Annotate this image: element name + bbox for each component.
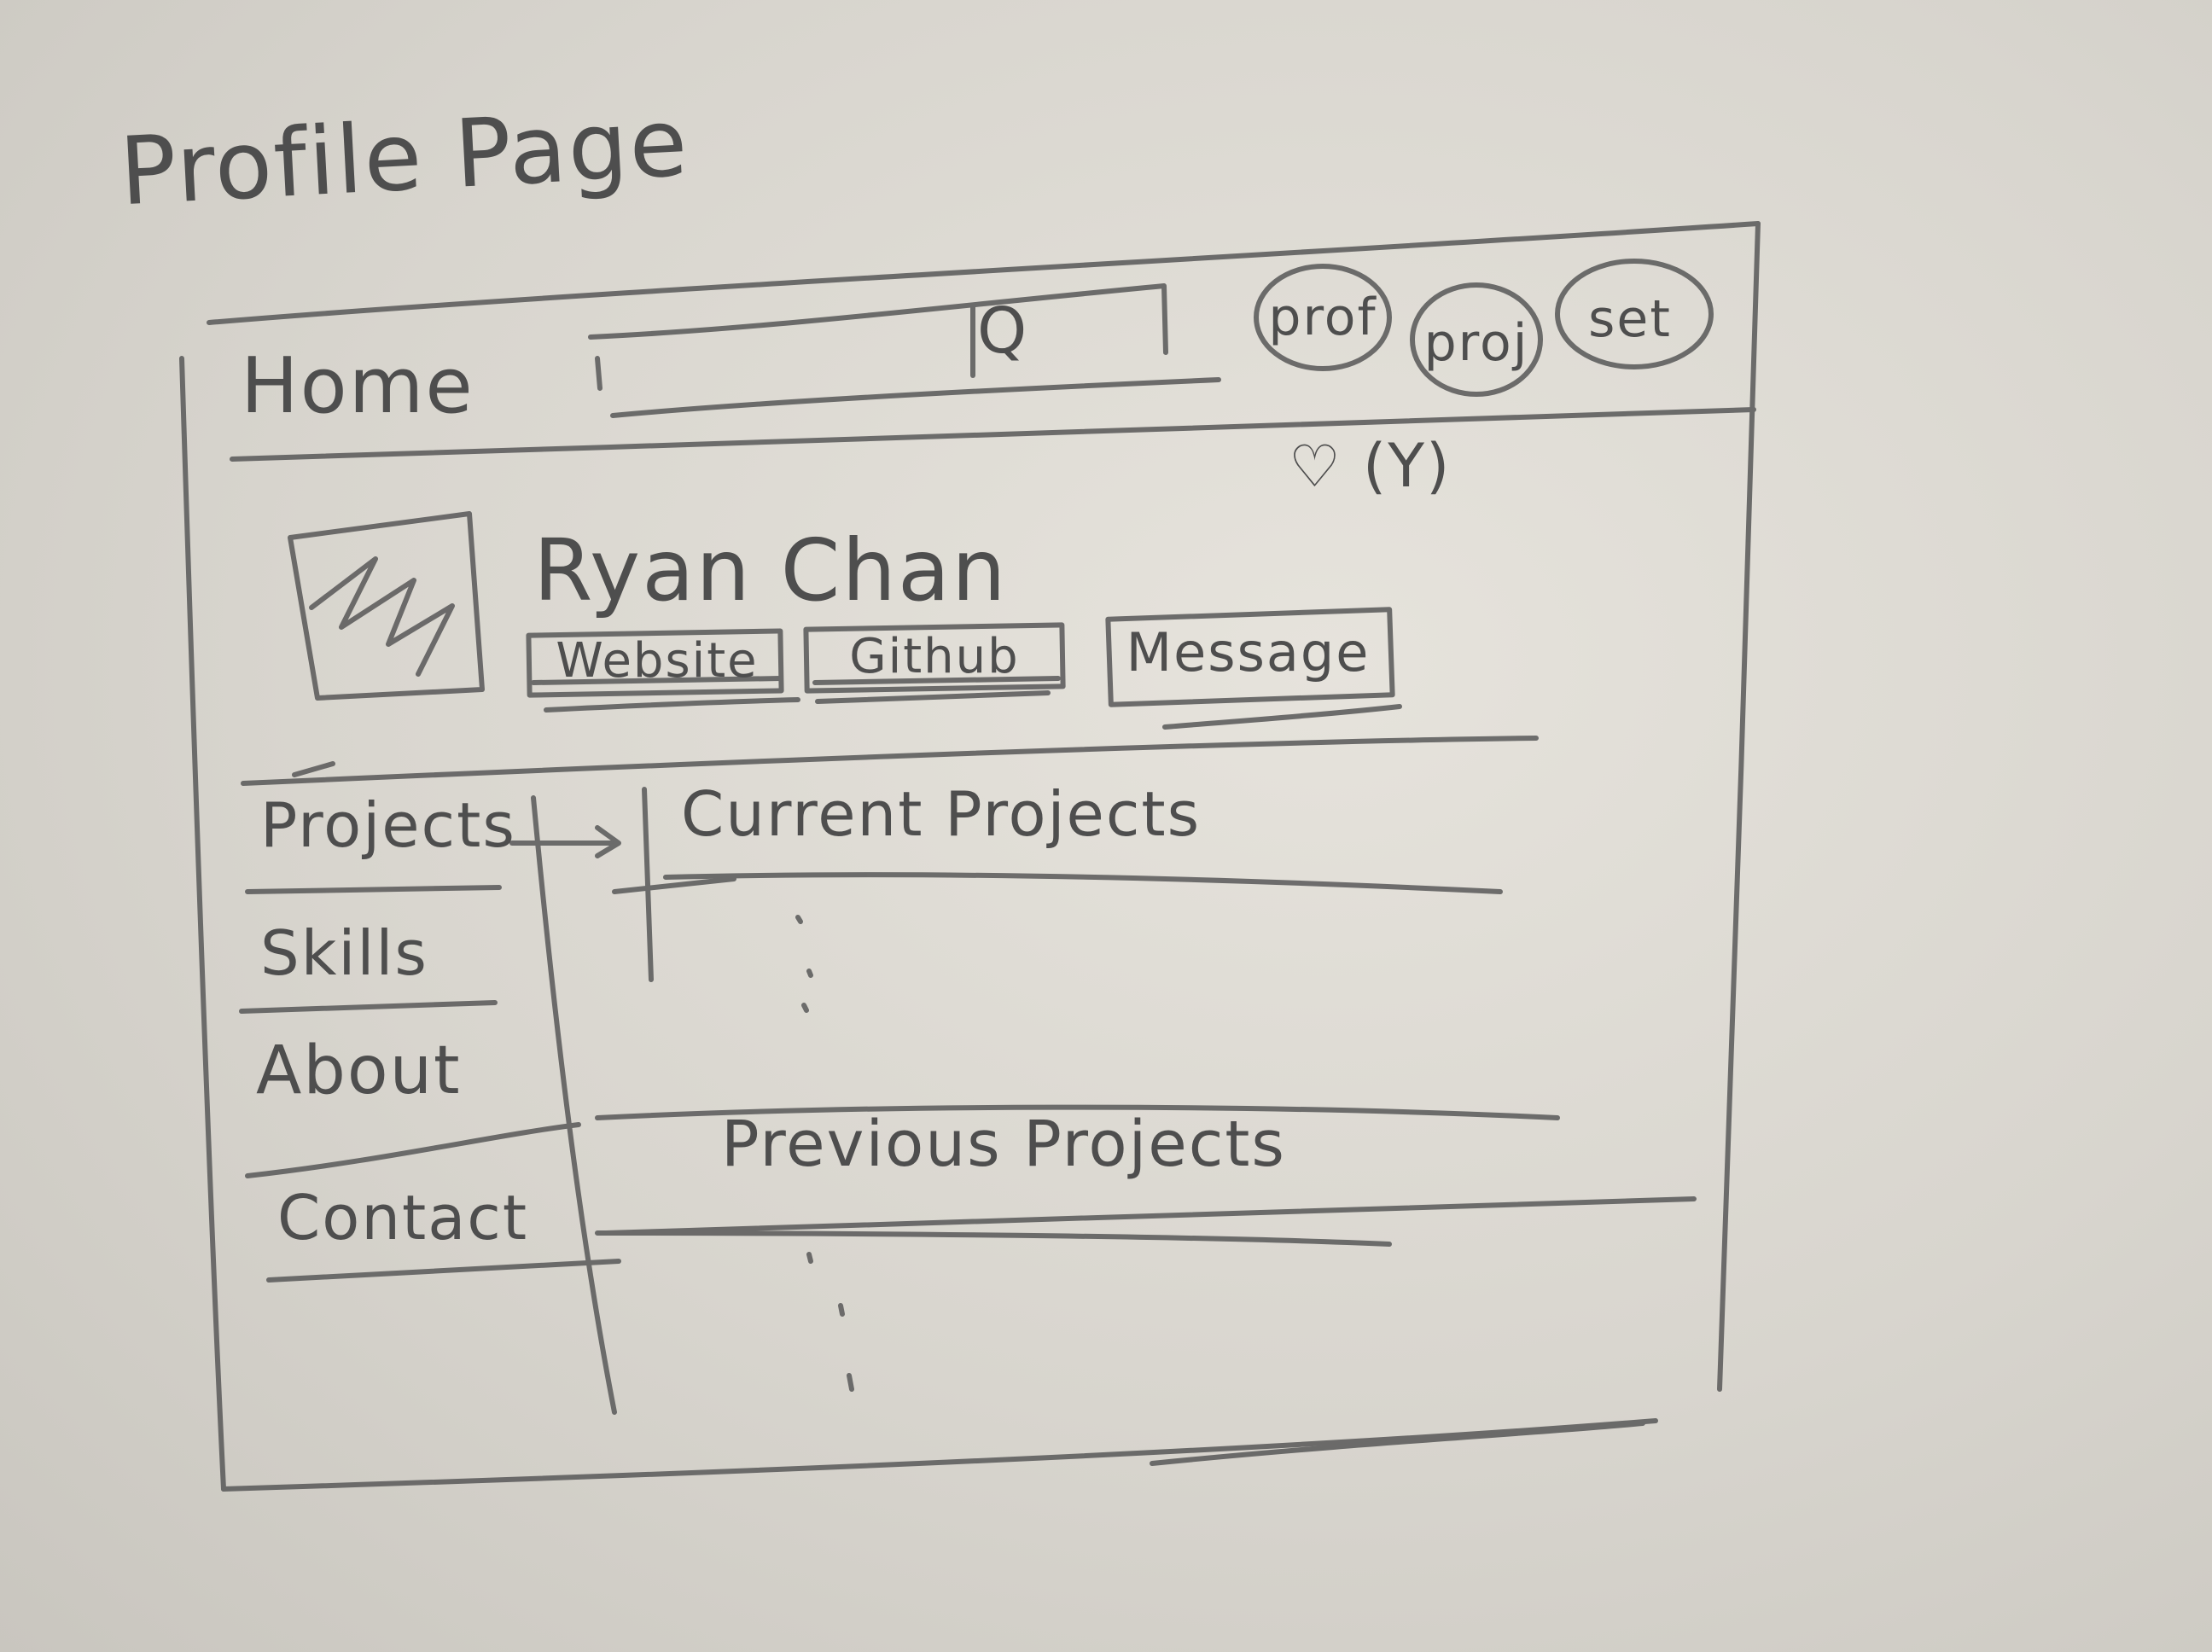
message-button[interactable]: Message (1105, 619, 1391, 687)
current-projects-divider (663, 872, 1503, 894)
avatar-frame (288, 511, 485, 701)
search-button[interactable]: Q (977, 294, 1028, 368)
nav-circle-set (1555, 259, 1714, 369)
sidebar-item-projects[interactable]: Projects (260, 789, 516, 861)
github-button[interactable]: Github (806, 623, 1062, 691)
sidebar-item-contact[interactable]: Contact (277, 1182, 529, 1254)
nav-circle-prof (1254, 264, 1392, 371)
message-button-box (1105, 607, 1395, 707)
nav-settings-button[interactable]: set (1566, 268, 1694, 370)
sidebar-item-skills[interactable]: Skills (260, 917, 428, 989)
current-projects-heading: Current Projects (681, 778, 1202, 850)
search-icon: Q (977, 294, 1029, 368)
website-button[interactable]: Website (529, 627, 785, 695)
previous-projects-heading: Previous Projects (721, 1108, 1286, 1181)
nav-profile-button[interactable]: prof (1259, 266, 1387, 369)
like-counter[interactable]: ♡ (Y) (1289, 431, 1451, 501)
sidebar-item-about[interactable]: About (256, 1032, 462, 1109)
previous-projects-divider (603, 1196, 1697, 1236)
nav-projects-button[interactable]: proj (1412, 292, 1540, 394)
website-button-box (526, 628, 784, 698)
sidebar-divider (531, 795, 617, 1415)
profile-name: Ryan Chan (533, 521, 1008, 620)
like-label: (Y) (1362, 431, 1452, 501)
search-input[interactable] (597, 303, 959, 390)
avatar (290, 512, 474, 691)
home-link[interactable]: Home (241, 341, 474, 431)
header-divider (230, 407, 1756, 462)
heart-icon: ♡ (1289, 433, 1342, 501)
avatar-scribble (309, 556, 455, 677)
profile-divider (241, 736, 1539, 786)
nav-circle-proj (1410, 282, 1543, 397)
previous-projects-top-divider (595, 1104, 1560, 1120)
github-button-box (803, 622, 1066, 694)
window-frame (207, 221, 1761, 325)
